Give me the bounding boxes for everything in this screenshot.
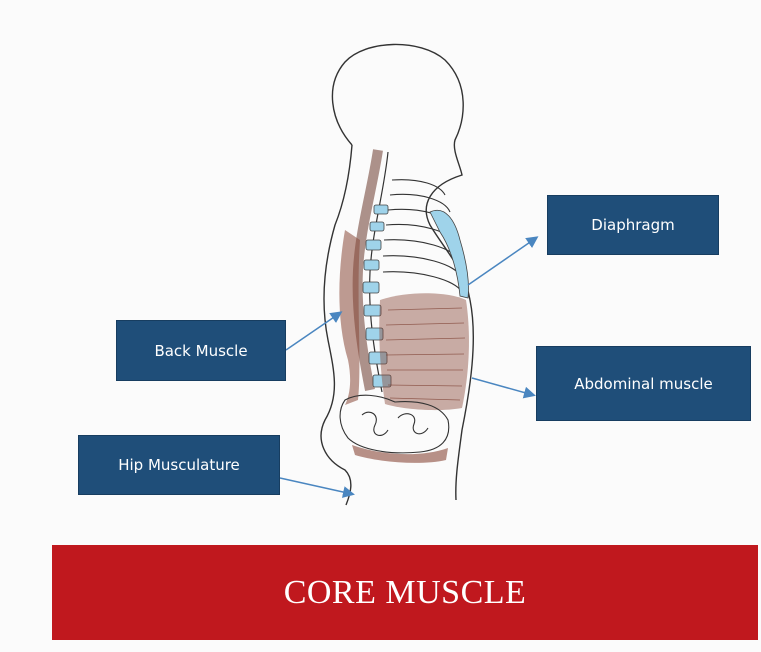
hip-musculature-label-text: Hip Musculature	[118, 456, 240, 474]
abdominal-muscle-arrow	[472, 378, 533, 395]
diaphragm-label: Diaphragm	[548, 196, 718, 254]
diaphragm-label-text: Diaphragm	[591, 216, 674, 234]
hip-musculature-label: Hip Musculature	[79, 436, 279, 494]
abdominal-muscle-label: Abdominal muscle	[537, 347, 750, 420]
abdominal-muscle-shape	[379, 293, 469, 410]
back-muscle-arrow	[286, 313, 340, 350]
back-muscle-label-text: Back Muscle	[154, 342, 247, 360]
core-muscle-banner: CORE MUSCLE	[52, 545, 758, 640]
diaphragm-arrow	[468, 238, 536, 285]
back-muscle-label: Back Muscle	[117, 321, 285, 380]
abdominal-muscle-label-text: Abdominal muscle	[574, 375, 712, 393]
banner-title: CORE MUSCLE	[284, 574, 527, 612]
back-muscle-shape	[339, 230, 360, 405]
hip-musculature-arrow	[280, 478, 352, 494]
